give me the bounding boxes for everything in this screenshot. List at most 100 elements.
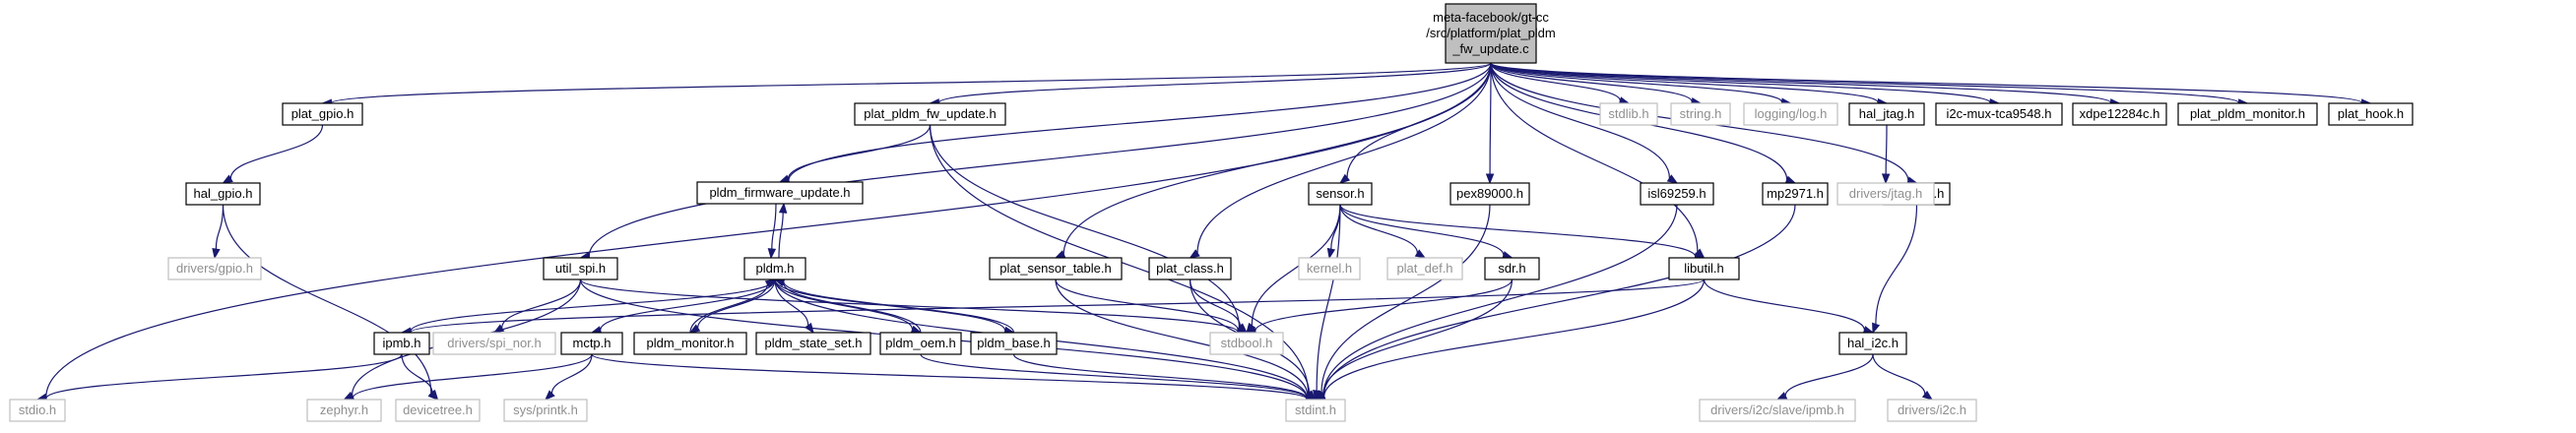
node-hal-gpio[interactable]: hal_gpio.h	[185, 182, 261, 206]
node-libutil[interactable]: libutil.h	[1668, 257, 1740, 280]
node-zephyr[interactable]: zephyr.h	[306, 399, 382, 422]
node-label: stdbool.h	[1221, 336, 1273, 350]
node-drivers-i2c-slave-ipmb[interactable]: drivers/i2c/slave/ipmb.h	[1699, 399, 1856, 422]
edge-sensor-to-stdint	[1312, 204, 1341, 402]
edge-root-to-logging_log	[1490, 62, 1792, 106]
node-pldm[interactable]: pldm.h	[743, 257, 806, 280]
node-pldm-monitor[interactable]: pldm_monitor.h	[633, 332, 747, 355]
node-pldm-firmware-update[interactable]: pldm_firmware_update.h	[696, 181, 864, 205]
edge-sensor-to-libutil	[1339, 204, 1706, 261]
edge-mctp-to-stdint	[591, 353, 1318, 403]
node-drivers-spi-nor[interactable]: drivers/spi_nor.h	[432, 332, 556, 355]
node-pldm-oem[interactable]: pldm_oem.h	[879, 332, 962, 355]
edge-hal_i2c-to-drivers_i2c	[1872, 353, 1934, 401]
edge-plat_pldm_fw_update-to-pldm_firmware_update	[778, 124, 932, 183]
edge-hal_i2c-to-drivers_i2c_slave_ipmb	[1775, 353, 1874, 401]
edge-ipmb-to-stdio	[35, 353, 403, 403]
node-pldm-base[interactable]: pldm_base.h	[970, 332, 1058, 355]
node-label: plat_gpio.h	[291, 106, 354, 121]
node-mctp[interactable]: mctp.h	[560, 332, 623, 355]
edge-libutil-to-stdint	[1314, 278, 1706, 402]
node-drivers-gpio[interactable]: drivers/gpio.h	[167, 257, 262, 280]
edge-pex89000-to-stdint	[1315, 204, 1491, 402]
node-label: sensor.h	[1316, 186, 1364, 201]
node-label: xdpe12284c.h	[2080, 106, 2160, 121]
node-label: stdint.h	[1295, 402, 1336, 417]
node-sys-printk[interactable]: sys/printk.h	[503, 399, 588, 422]
node-plat-hook[interactable]: plat_hook.h	[2328, 102, 2414, 126]
node-pex89000[interactable]: pex89000.h	[1449, 182, 1530, 206]
edge-hal_jtag-to-drivers_jtag	[1881, 124, 1891, 185]
edge-pldm_base-to-stdint	[1012, 353, 1318, 402]
node-label: i2c-mux-tca9548.h	[1947, 106, 2052, 121]
edge-sdr-to-stdbool	[1245, 278, 1513, 336]
node-plat-pldm-monitor[interactable]: plat_pldm_monitor.h	[2177, 102, 2318, 126]
node-root[interactable]: meta-facebook/gt-cc/src/platform/plat_pl…	[1426, 3, 1556, 64]
node-label: ipmb.h	[382, 336, 420, 350]
node-sdr[interactable]: sdr.h	[1484, 257, 1540, 280]
node-plat-def[interactable]: plat_def.h	[1386, 257, 1463, 280]
node-string[interactable]: string.h	[1670, 102, 1731, 126]
node-label: hal_jtag.h	[1859, 106, 1914, 121]
node-plat-gpio[interactable]: plat_gpio.h	[282, 102, 363, 126]
node-sensor[interactable]: sensor.h	[1308, 182, 1373, 206]
node-drivers-i2c[interactable]: drivers/i2c.h	[1887, 399, 1977, 422]
node-stdlib[interactable]: stdlib.h	[1599, 102, 1658, 126]
node-label: /src/platform/plat_pldm	[1426, 26, 1556, 40]
node-label: plat_class.h	[1156, 261, 1224, 276]
node-label: mp2971.h	[1767, 186, 1824, 201]
node-i2c-mux[interactable]: i2c-mux-tca9548.h	[1935, 102, 2063, 126]
node-label: drivers/i2c.h	[1898, 402, 1966, 417]
node-label: devicetree.h	[403, 402, 473, 417]
node-mp2971[interactable]: mp2971.h	[1762, 182, 1829, 206]
node-label: util_spi.h	[555, 261, 606, 276]
edge-root-to-plat_sensor_table	[1054, 62, 1492, 259]
edge-mctp-to-zephyr	[343, 353, 593, 402]
node-label: plat_sensor_table.h	[999, 261, 1111, 276]
node-label: logging/log.h	[1755, 106, 1828, 121]
node-label: kernel.h	[1307, 261, 1352, 276]
node-label: meta-facebook/gt-cc	[1433, 10, 1549, 25]
node-label: plat_pldm_fw_update.h	[864, 106, 996, 121]
node-stdint[interactable]: stdint.h	[1285, 399, 1346, 422]
node-plat-pldm-fw-update[interactable]: plat_pldm_fw_update.h	[854, 102, 1006, 126]
edge-libutil-to-ipmb	[400, 278, 1706, 337]
node-util-spi[interactable]: util_spi.h	[543, 257, 618, 280]
edge-plat_gpio-to-hal_gpio	[222, 124, 324, 184]
node-label: pldm.h	[755, 261, 794, 276]
nodes-layer: meta-facebook/gt-cc/src/platform/plat_pl…	[9, 3, 2414, 422]
node-stdio[interactable]: stdio.h	[9, 399, 66, 422]
node-label: drivers/jtag.h	[1849, 186, 1922, 201]
edge-root-to-plat_pldm_fw_update	[929, 62, 1492, 107]
edge-pldm-to-pldm_firmware_update	[778, 202, 788, 259]
node-devicetree[interactable]: devicetree.h	[395, 399, 481, 422]
edge-pldm_monitor-to-pldm	[689, 278, 777, 334]
node-drivers-jtag[interactable]: drivers/jtag.h	[1836, 182, 1935, 206]
edge-sensor-to-plat_def	[1339, 204, 1427, 259]
node-label: drivers/gpio.h	[176, 261, 253, 276]
node-hal-jtag[interactable]: hal_jtag.h	[1848, 102, 1925, 126]
edge-root-to-sensor	[1338, 62, 1492, 184]
node-plat-class[interactable]: plat_class.h	[1148, 257, 1232, 280]
edge-root-to-xdpe12284c	[1490, 62, 2121, 107]
node-xdpe12284c[interactable]: xdpe12284c.h	[2072, 102, 2167, 126]
node-plat-sensor-table[interactable]: plat_sensor_table.h	[989, 257, 1123, 280]
edge-root-to-plat_class	[1189, 62, 1492, 259]
node-pldm-state-set[interactable]: pldm_state_set.h	[755, 332, 871, 355]
node-label: plat_def.h	[1396, 261, 1452, 276]
node-ipmb[interactable]: ipmb.h	[373, 332, 430, 355]
node-kernel[interactable]: kernel.h	[1298, 257, 1361, 280]
node-isl69259[interactable]: isl69259.h	[1640, 182, 1714, 206]
node-hal-i2c[interactable]: hal_i2c.h	[1838, 332, 1907, 355]
node-label: stdlib.h	[1608, 106, 1648, 121]
edge-plat_i2c-to-hal_i2c	[1872, 204, 1918, 335]
node-label: _fw_update.c	[1451, 41, 1529, 56]
node-stdbool[interactable]: stdbool.h	[1209, 332, 1284, 355]
node-label: sdr.h	[1498, 261, 1525, 276]
edge-root-to-isl69259	[1490, 62, 1679, 184]
node-label: sys/printk.h	[513, 402, 578, 417]
node-label: mctp.h	[572, 336, 611, 350]
node-logging-log[interactable]: logging/log.h	[1743, 102, 1838, 126]
edge-plat_class-to-stdbool	[1189, 278, 1249, 334]
